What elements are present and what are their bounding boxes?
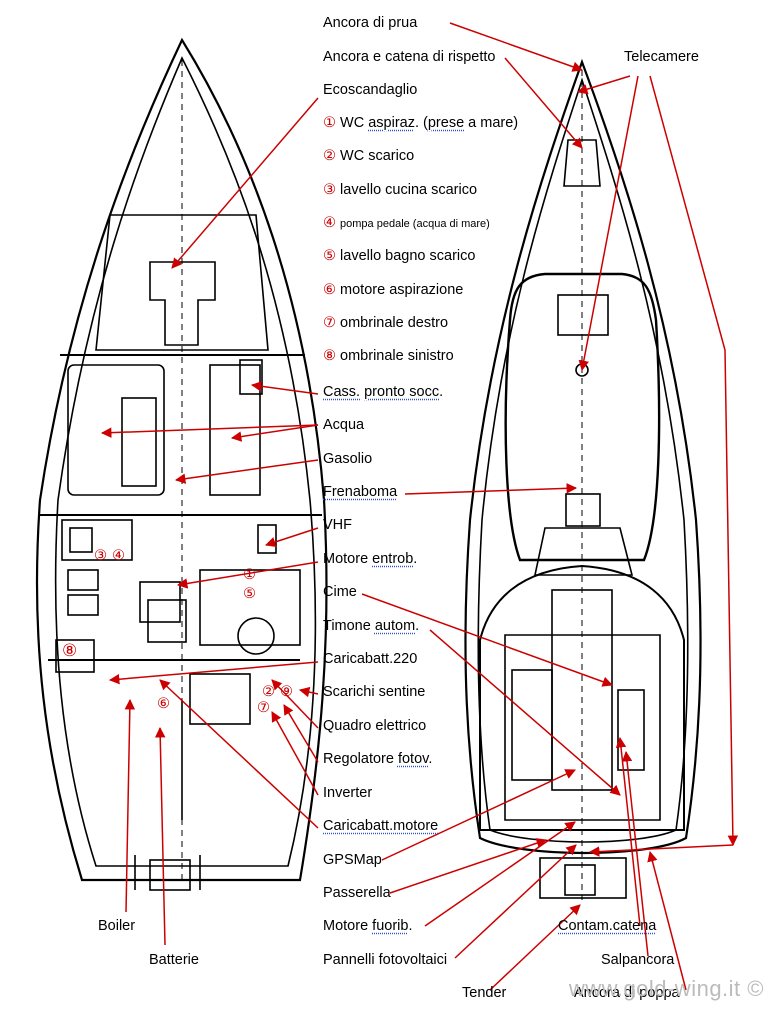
label-boiler: Boiler bbox=[98, 918, 136, 934]
list-item-wc-scarico: ② WC scarico bbox=[323, 148, 414, 165]
plan-marker-8: ⑧ bbox=[62, 641, 78, 660]
list-item-ombrinale-destro: ⑦ ombrinale destro bbox=[323, 315, 448, 332]
label-quadro-elettrico: Quadro elettrico bbox=[323, 718, 427, 734]
plan-marker-6: ⑥ bbox=[157, 696, 170, 712]
list-number: ⑥ bbox=[323, 282, 336, 298]
label-part: Motore bbox=[323, 918, 373, 934]
label-frenaboma: Frenaboma bbox=[323, 484, 397, 501]
label-gpsmap: GPSMap bbox=[323, 852, 382, 868]
label-tender: Tender bbox=[462, 985, 507, 1001]
label-part: pronto socc bbox=[364, 384, 440, 400]
watermark: www.gold-wing.it © bbox=[568, 976, 764, 1001]
label-cime: Cime bbox=[323, 584, 357, 600]
label-vhf: VHF bbox=[323, 517, 352, 533]
list-number: ② bbox=[323, 148, 336, 164]
label-part: Regolatore bbox=[323, 751, 398, 767]
plan-marker-5: ⑤ bbox=[243, 586, 256, 602]
label-caricabatt-220: Caricabatt.220 bbox=[323, 651, 418, 667]
list-number: ⑤ bbox=[323, 248, 336, 264]
list-item-lavello-bagno: ⑤ lavello bagno scarico bbox=[323, 248, 475, 265]
label-ancora-poppa: Ancora di poppa bbox=[574, 985, 680, 1001]
label-cass-pronto-socc: Cass. pronto socc. bbox=[323, 384, 443, 401]
list-text-part: prese bbox=[427, 115, 465, 131]
label-part: Motore bbox=[323, 551, 373, 567]
label-part: entrob bbox=[372, 551, 414, 567]
list-text: ombrinale destro bbox=[340, 315, 449, 331]
label-salpancora: Salpancora bbox=[601, 952, 675, 968]
list-number: ③ bbox=[323, 182, 336, 198]
list-number: ⑧ bbox=[323, 348, 336, 364]
list-item-lavello-cucina: ③ lavello cucina scarico bbox=[323, 182, 477, 199]
label-regolatore-fotov: Regolatore fotov. bbox=[323, 751, 432, 768]
label-ancora-rispetto: Ancora e catena di rispetto bbox=[323, 49, 496, 65]
list-text: pompa pedale (acqua di mare) bbox=[340, 218, 490, 230]
label-acqua: Acqua bbox=[323, 417, 365, 433]
label-ecoscandaglio: Ecoscandaglio bbox=[323, 82, 418, 98]
plan-marker-4: ④ bbox=[112, 548, 125, 564]
interior-plan bbox=[35, 37, 328, 891]
label-part: . bbox=[408, 918, 413, 934]
list-item-motore-aspirazione: ⑥ motore aspirazione bbox=[323, 282, 463, 299]
list-item-pompa-pedale: ④ pompa pedale (acqua di mare) bbox=[323, 215, 490, 233]
label-motore-entrob: Motore entrob. bbox=[323, 551, 417, 568]
list-text: lavello cucina scarico bbox=[340, 182, 478, 198]
label-caricabatt-motore: Caricabatt.motore bbox=[323, 818, 438, 835]
label-scarichi-sentine: Scarichi sentine bbox=[323, 684, 426, 700]
plan-marker-1: ① bbox=[243, 567, 256, 583]
label-part: fuorib bbox=[372, 918, 409, 934]
label-gasolio: Gasolio bbox=[323, 451, 373, 467]
label-passerella: Passerella bbox=[323, 885, 391, 901]
label-part: Frenaboma bbox=[323, 484, 398, 500]
plan-marker-3: ③ bbox=[94, 548, 107, 564]
list-number: ④ bbox=[323, 215, 336, 231]
list-text: ombrinale sinistro bbox=[340, 348, 454, 364]
list-number: ① bbox=[323, 115, 336, 131]
label-batterie: Batterie bbox=[149, 952, 199, 968]
annotation-arrows bbox=[100, 22, 739, 991]
label-part: Caricabatt.motore bbox=[323, 818, 439, 834]
label-contam-catena: Contam.catena bbox=[558, 918, 656, 935]
plan-marker-9: ⑨ bbox=[280, 684, 293, 700]
list-item-wc-aspiraz: ① WC aspiraz. (prese a mare) bbox=[323, 115, 518, 132]
list-text: lavello bagno scarico bbox=[340, 248, 476, 264]
label-part: Contam.catena bbox=[558, 918, 657, 934]
label-inverter: Inverter bbox=[323, 785, 373, 801]
list-text: motore aspirazione bbox=[340, 282, 464, 298]
label-telecamere: Telecamere bbox=[624, 49, 699, 65]
label-motore-fuorib: Motore fuorib. bbox=[323, 918, 412, 935]
label-pannelli-fotovoltaici: Pannelli fotovoltaici bbox=[323, 952, 448, 968]
list-text-part: WC bbox=[340, 115, 369, 131]
label-part: Cass. bbox=[323, 384, 361, 400]
label-part: . bbox=[415, 618, 420, 634]
plan-marker-7: ⑦ bbox=[257, 700, 270, 716]
label-ancora-prua: Ancora di prua bbox=[323, 15, 418, 31]
label-part: . bbox=[428, 751, 433, 767]
list-text-part: . ( bbox=[414, 115, 428, 131]
list-text-part: aspiraz bbox=[368, 115, 415, 131]
plan-marker-2: ② bbox=[262, 684, 275, 700]
label-part: fotov bbox=[397, 751, 429, 767]
list-text: WC scarico bbox=[340, 148, 415, 164]
label-part: . bbox=[413, 551, 418, 567]
list-text-part: a mare) bbox=[464, 115, 519, 131]
label-part: autom bbox=[374, 618, 416, 634]
label-timone-autom: Timone autom. bbox=[323, 618, 419, 635]
label-part: Timone bbox=[323, 618, 375, 634]
list-number: ⑦ bbox=[323, 315, 336, 331]
label-part: . bbox=[439, 384, 444, 400]
list-item-ombrinale-sinistro: ⑧ ombrinale sinistro bbox=[323, 348, 454, 365]
deck-plan bbox=[464, 58, 702, 900]
